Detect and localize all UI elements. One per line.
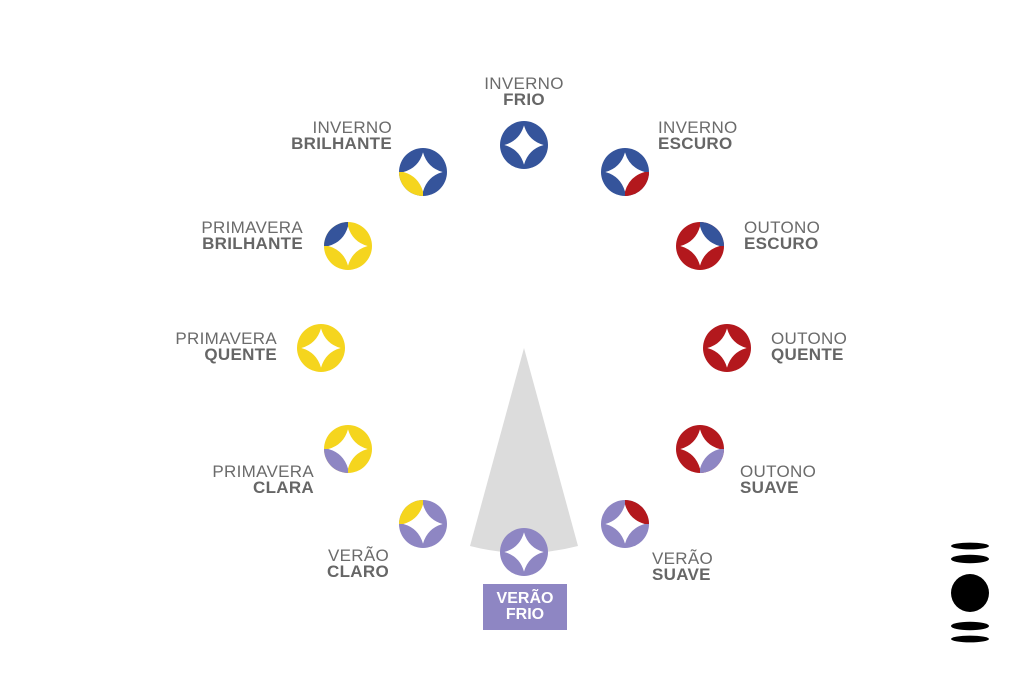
selected-season-badge[interactable]: VERÃO FRIO bbox=[483, 584, 567, 630]
season-icons bbox=[297, 121, 751, 576]
season-icon-inverno-brilhante[interactable] bbox=[399, 148, 447, 196]
season-label-line2: CLARO bbox=[327, 562, 389, 581]
four-point-star-icon bbox=[403, 152, 443, 192]
season-icon-verao-frio[interactable] bbox=[500, 528, 548, 576]
season-label-line1: INVERNO bbox=[658, 118, 738, 137]
season-label-line1: OUTONO bbox=[744, 218, 821, 237]
season-label-line1: VERÃO bbox=[652, 549, 714, 568]
season-icon-outono-quente[interactable] bbox=[703, 324, 751, 372]
season-label-line2: CLARA bbox=[253, 478, 314, 497]
four-point-star-icon bbox=[605, 152, 645, 192]
selection-beam bbox=[470, 348, 578, 553]
four-point-star-icon bbox=[301, 328, 341, 368]
season-label-line2: QUENTE bbox=[204, 345, 277, 364]
season-icon-primavera-brilhante[interactable] bbox=[324, 222, 372, 270]
season-label-line1: OUTONO bbox=[771, 329, 848, 348]
four-point-star-icon bbox=[707, 328, 747, 368]
season-label-line1: OUTONO bbox=[740, 462, 817, 481]
season-label-line2: ESCURO bbox=[658, 134, 733, 153]
season-icon-outono-escuro[interactable] bbox=[676, 222, 724, 270]
season-label-line2: BRILHANTE bbox=[202, 234, 303, 253]
four-point-star-icon bbox=[605, 504, 645, 544]
season-label-line2: BRILHANTE bbox=[291, 134, 392, 153]
selected-season-line2: FRIO bbox=[505, 606, 545, 623]
season-icon-outono-suave[interactable] bbox=[676, 425, 724, 473]
season-icon-verao-claro[interactable] bbox=[399, 500, 447, 548]
four-point-star-icon bbox=[680, 226, 720, 266]
season-label-line1: INVERNO bbox=[484, 74, 564, 93]
season-label-line1: VERÃO bbox=[327, 546, 389, 565]
season-label-line2: QUENTE bbox=[771, 345, 844, 364]
season-label-line1: PRIMAVERA bbox=[175, 329, 277, 348]
four-point-star-icon bbox=[328, 226, 368, 266]
season-label-line1: PRIMAVERA bbox=[212, 462, 314, 481]
season-icon-inverno-escuro[interactable] bbox=[601, 148, 649, 196]
season-label-line1: INVERNO bbox=[312, 118, 392, 137]
season-label-line2: SUAVE bbox=[740, 478, 799, 497]
season-icon-inverno-frio[interactable] bbox=[500, 121, 548, 169]
season-icon-primavera-clara[interactable] bbox=[324, 425, 372, 473]
season-label-line1: PRIMAVERA bbox=[201, 218, 303, 237]
season-label-line2: SUAVE bbox=[652, 565, 711, 584]
four-point-star-icon bbox=[403, 504, 443, 544]
four-point-star-icon bbox=[504, 125, 544, 165]
season-icon-primavera-quente[interactable] bbox=[297, 324, 345, 372]
season-icon-verao-suave[interactable] bbox=[601, 500, 649, 548]
season-label-line2: ESCURO bbox=[744, 234, 819, 253]
four-point-star-icon bbox=[504, 532, 544, 572]
season-label-line2: FRIO bbox=[503, 90, 545, 109]
selected-season-line1: VERÃO bbox=[496, 590, 554, 607]
four-point-star-icon bbox=[680, 429, 720, 469]
stacked-discs-logo-icon bbox=[951, 542, 989, 643]
four-point-star-icon bbox=[328, 429, 368, 469]
